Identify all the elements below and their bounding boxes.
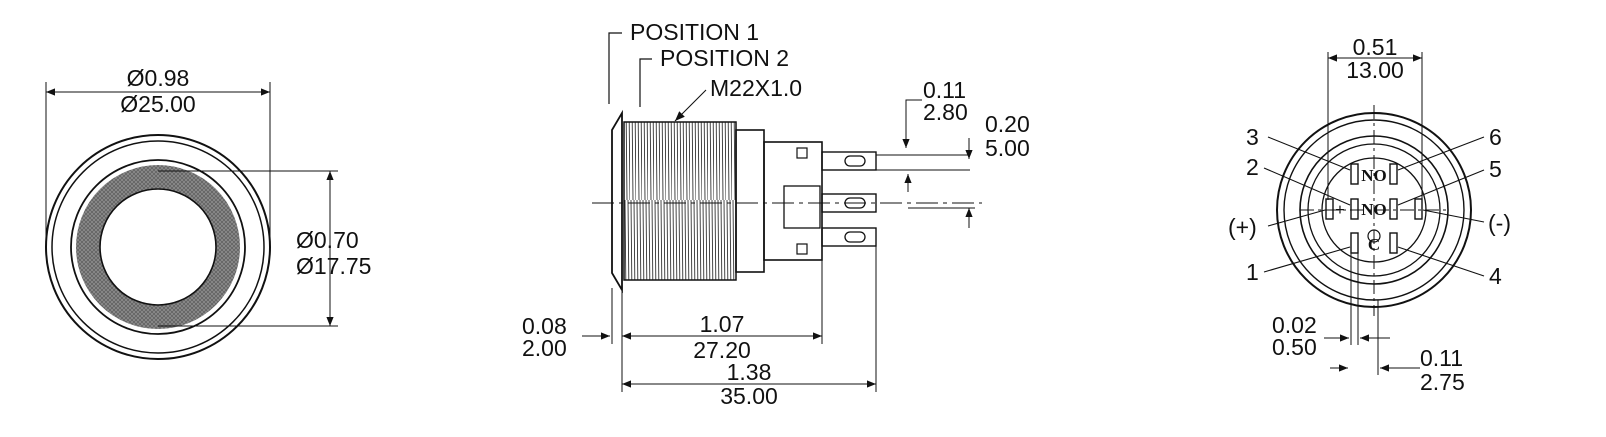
offset-leader: [902, 99, 922, 148]
span-inch: 0.51: [1353, 34, 1398, 60]
position-2-leader: [639, 58, 652, 107]
bezel: [611, 109, 623, 294]
polarity-minus: (-): [1488, 210, 1511, 236]
outer-dia-inch: Ø0.98: [127, 65, 190, 91]
thickness-mm: 5.00: [985, 135, 1030, 161]
position-1-label: POSITION 1: [630, 19, 759, 45]
side-view: POSITION 1 POSITION 2 M22X1.0 0.11 2.80 …: [522, 19, 1030, 409]
threaded-body: [623, 121, 737, 281]
body-length-inch: 1.07: [700, 311, 745, 337]
contact-c: C: [1368, 235, 1380, 254]
span-mm: 13.00: [1346, 57, 1404, 83]
rear-housing: [763, 141, 823, 261]
overall-length-inch: 1.38: [727, 359, 772, 385]
pin-4-leader: [1397, 246, 1485, 277]
pin-top-right: [1389, 163, 1398, 185]
pin-2-leader: [1263, 167, 1351, 206]
bezel-mm: 2.00: [522, 335, 567, 361]
pin-3-leader: [1267, 136, 1351, 171]
pin-top-left: [1350, 163, 1359, 185]
front-ring-outer: [70, 159, 246, 335]
pin-bottom-left: [1350, 232, 1359, 254]
contact-no-top: NO: [1361, 166, 1387, 185]
pin-mid-left: [1350, 198, 1359, 220]
pin-6-label: 6: [1489, 124, 1502, 150]
outer-dia-mm: Ø25.00: [120, 91, 195, 117]
front-inner-bezel: [51, 140, 265, 354]
pin-1-label: 1: [1246, 259, 1259, 285]
pin-thick-mm: 0.50: [1272, 334, 1317, 360]
front-button-face: [99, 188, 217, 306]
contact-plus: +: [1335, 200, 1345, 219]
contact-no-mid: NO: [1361, 200, 1387, 219]
pin-thick-inch: 0.02: [1272, 312, 1317, 338]
thread-label: M22X1.0: [710, 75, 802, 101]
terminal-bottom: [821, 227, 877, 247]
body-length-mm: 27.20: [693, 337, 751, 363]
polarity-plus: (+): [1228, 214, 1257, 240]
pin-width-inch: 0.11: [1420, 345, 1463, 371]
pin-4-label: 4: [1489, 263, 1502, 289]
rear-view: NO NO C + 0.51 13.00 3 2 (+) 1 6 5 (-) 4…: [1228, 34, 1511, 395]
pin-led-minus: [1414, 198, 1423, 220]
nut: [735, 129, 765, 273]
ring-dia-mm: Ø17.75: [296, 253, 371, 279]
overall-length-mm: 35.00: [720, 383, 778, 409]
offset-inch: 0.11: [923, 77, 966, 103]
thickness-inch: 0.20: [985, 111, 1030, 137]
pin-1-leader: [1263, 246, 1351, 273]
terminal-top: [821, 151, 877, 171]
pin-width-mm: 2.75: [1420, 369, 1465, 395]
pin-5-leader: [1397, 169, 1485, 206]
minus-leader: [1422, 209, 1485, 223]
led-ring: [76, 165, 240, 329]
ring-dia-inch: Ø0.70: [296, 227, 359, 253]
pin-mid-right: [1389, 198, 1398, 220]
position-1-leader: [608, 32, 622, 104]
position-2-label: POSITION 2: [660, 45, 789, 71]
terminal-clip-bottom: [796, 243, 808, 255]
front-view: Ø0.98 Ø25.00 Ø0.70 Ø17.75: [45, 65, 371, 360]
terminal-clip-top: [796, 147, 808, 159]
bezel-inch: 0.08: [522, 313, 567, 339]
pin-5-label: 5: [1489, 156, 1502, 182]
thread-leader: [674, 89, 707, 122]
pin-2-label: 2: [1246, 154, 1259, 180]
offset-mm: 2.80: [923, 99, 968, 125]
switch-block: [783, 185, 821, 229]
plus-leader: [1267, 209, 1326, 227]
pin-led-plus: [1325, 198, 1334, 220]
pin-6-leader: [1397, 136, 1485, 171]
pin-bottom-right: [1389, 232, 1398, 254]
pin-3-label: 3: [1246, 124, 1259, 150]
